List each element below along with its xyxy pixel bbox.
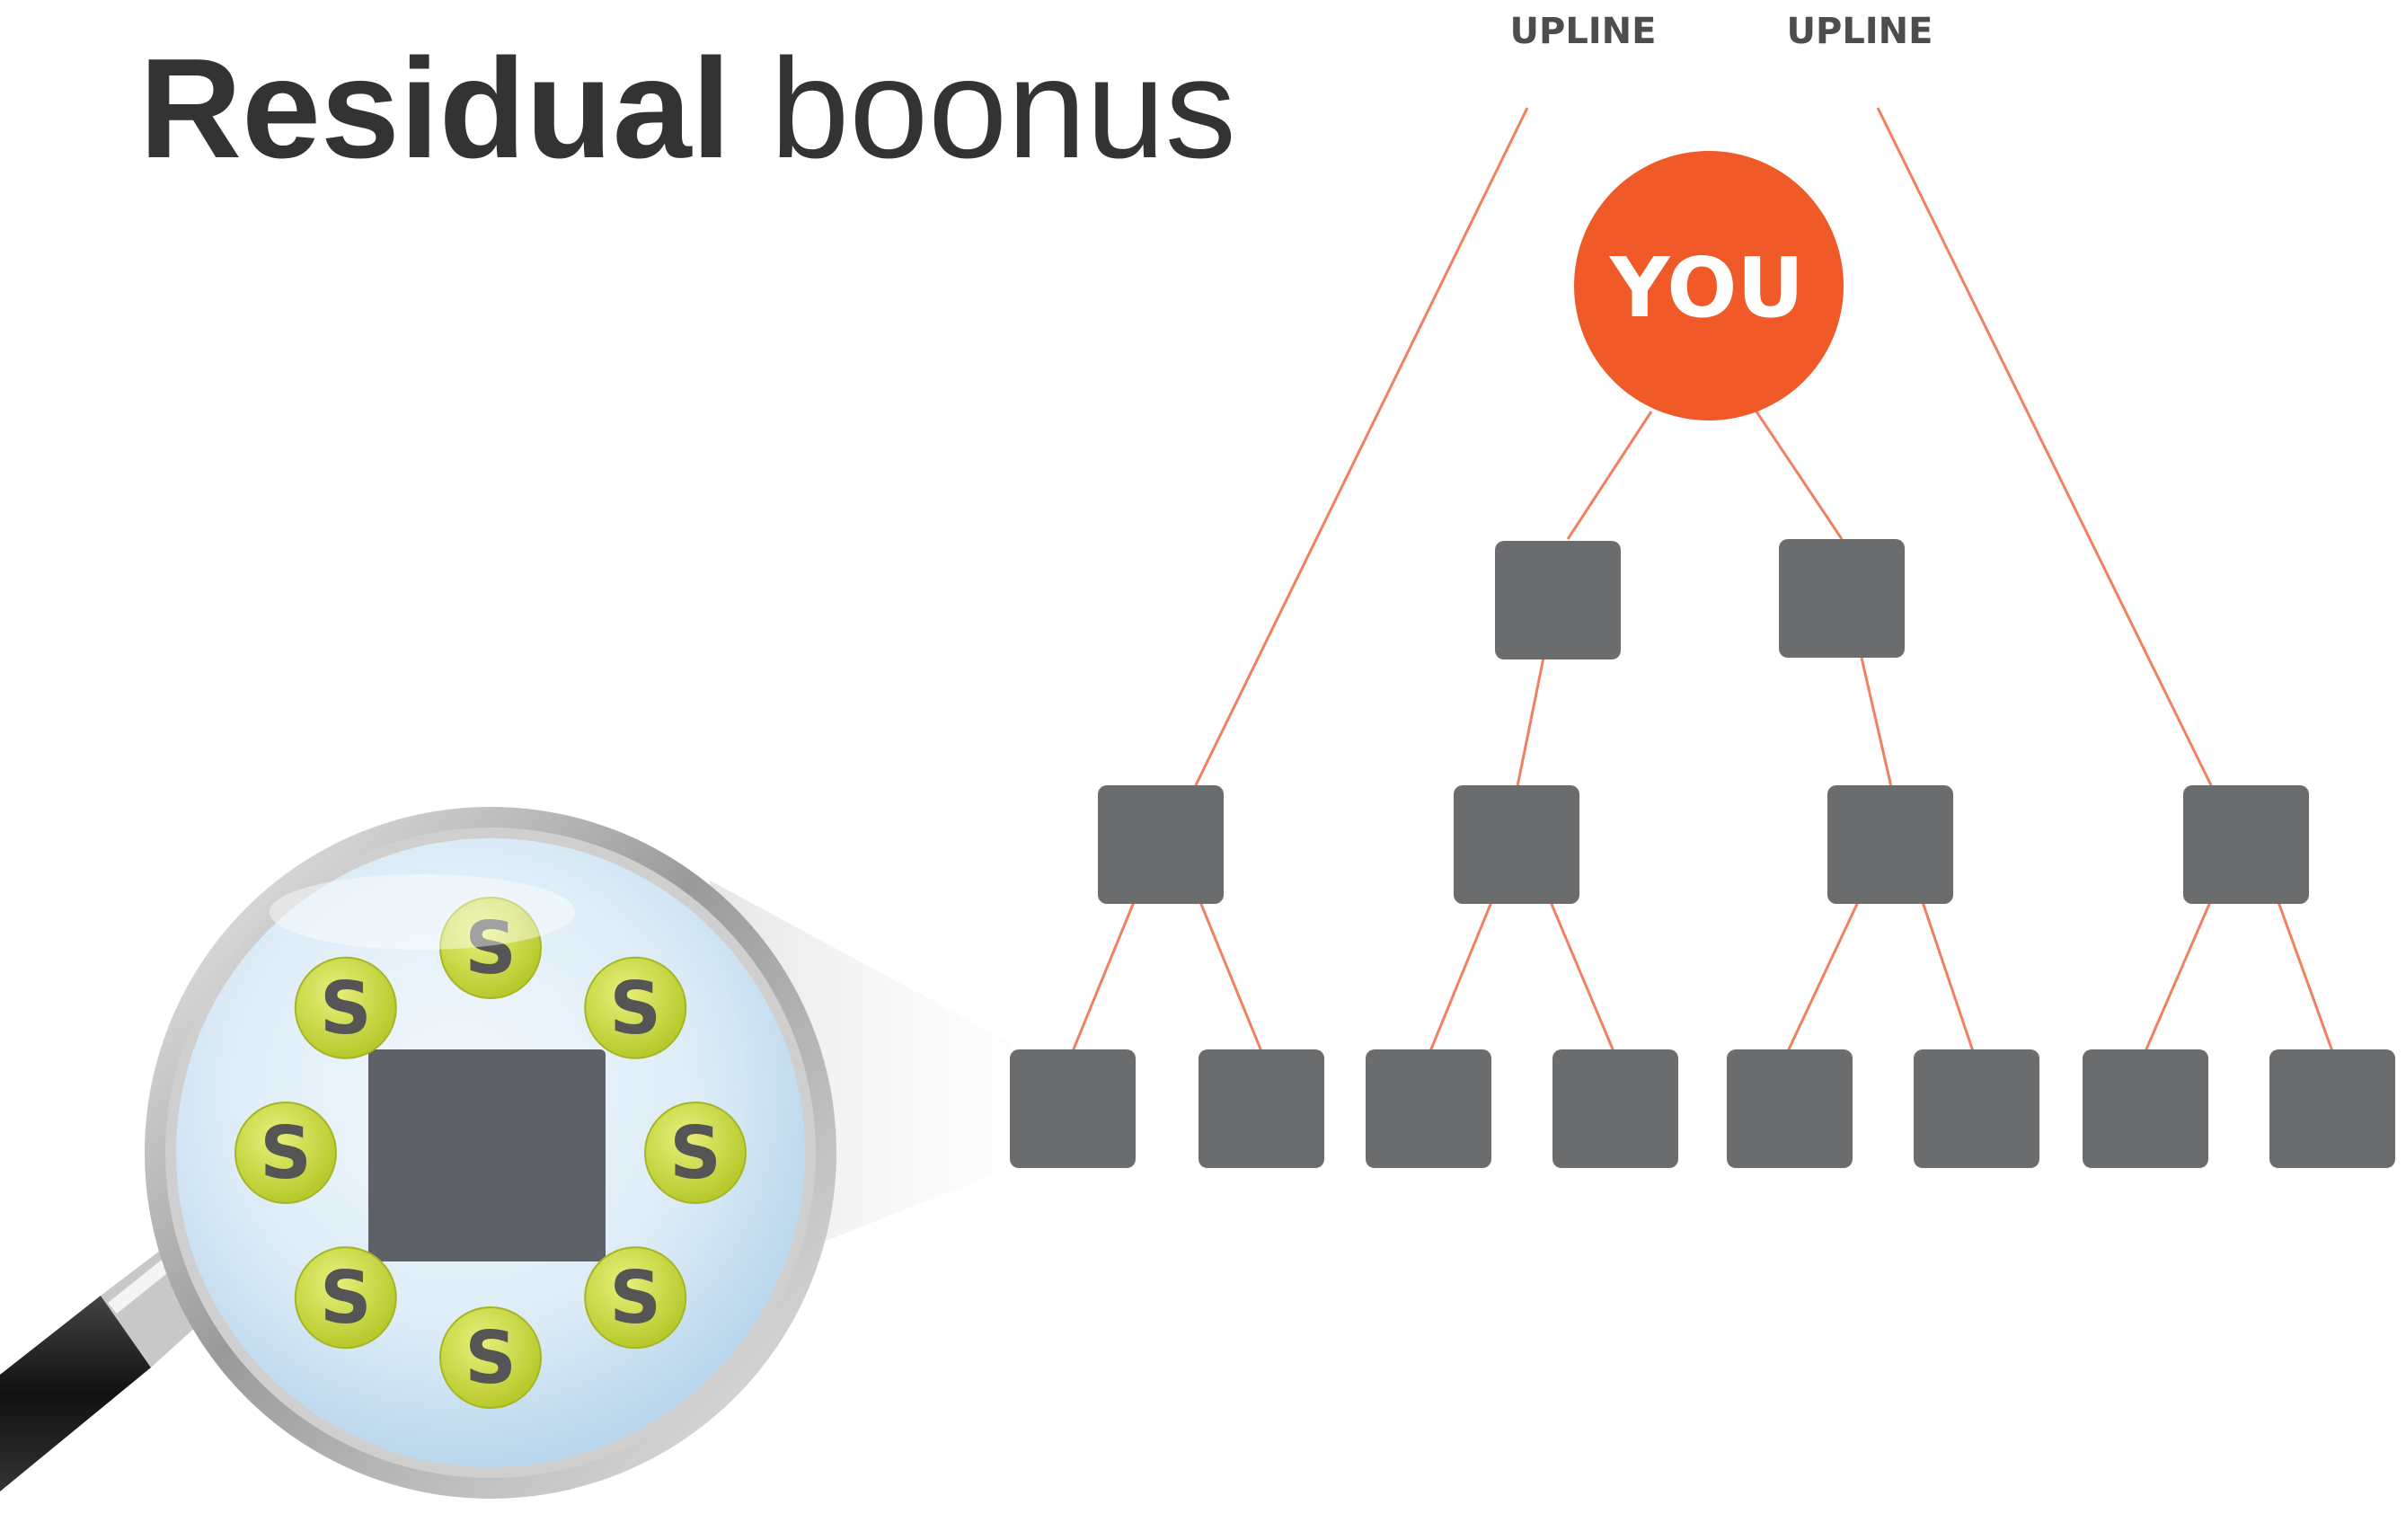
tree-node-l3-1 [1010, 1049, 1136, 1168]
coin-label: S [320, 1256, 372, 1340]
tree-node-l1-right [1779, 539, 1905, 658]
tree-node-l3-4 [1552, 1049, 1678, 1168]
title-light: boonus [770, 30, 1236, 188]
dollar-coin-icon [439, 897, 542, 999]
tree-node-l3-6 [1914, 1049, 2039, 1168]
dollar-coin-icon [294, 1246, 397, 1350]
upline-label-right: UPLINE [1787, 11, 1933, 52]
upline-label-left: UPLINE [1510, 11, 1657, 52]
tree-node-l2-4 [2183, 785, 2309, 904]
link-l1-left [1515, 657, 1545, 792]
you-label: YOU [1609, 240, 1804, 336]
coin-label: S [464, 907, 517, 990]
coin-label: S [260, 1111, 312, 1195]
slide-title: Residual boonus [139, 38, 1236, 180]
link-d-2 [2277, 901, 2334, 1052]
link-c-1 [1786, 901, 1860, 1052]
tree-node-l3-8 [2269, 1049, 2395, 1168]
upline-line-left [1191, 107, 1529, 792]
tree-node-l3-5 [1727, 1049, 1853, 1168]
link-l1-right [1860, 657, 1894, 792]
dollar-coin-icon [584, 1246, 687, 1350]
tree-connectors [1071, 107, 2334, 1052]
tree-node-l2-3 [1827, 785, 1953, 904]
you-node [1574, 151, 1844, 420]
link-you-right [1755, 411, 1844, 540]
link-a-1 [1071, 901, 1136, 1052]
link-you-left [1566, 411, 1653, 540]
tree-node-l3-3 [1366, 1049, 1491, 1168]
dollar-coin-icon [644, 1102, 747, 1204]
link-c-2 [1921, 901, 1975, 1052]
link-b-1 [1429, 901, 1493, 1052]
coin-label: S [669, 1111, 721, 1195]
tree-node-l3-7 [2083, 1049, 2208, 1168]
tree-node-l2-2 [1454, 785, 1579, 904]
title-bold: Residual [139, 30, 731, 188]
coin-label: S [320, 967, 372, 1050]
coin-label: S [609, 967, 661, 1050]
dollar-coin-icon [584, 956, 687, 1059]
link-a-2 [1199, 901, 1263, 1052]
dollar-coin-icon [439, 1306, 542, 1409]
dollar-coin-icon [294, 956, 397, 1059]
link-d-1 [2144, 901, 2212, 1052]
tree-node-l3-2 [1199, 1049, 1324, 1168]
dollar-coin-icon [234, 1102, 337, 1204]
link-b-2 [1549, 901, 1615, 1052]
coin-label: S [609, 1256, 661, 1340]
upline-line-right [1876, 107, 2216, 792]
tree-node-l1-left [1495, 541, 1621, 659]
magnified-node [368, 1049, 606, 1261]
tree-node-l2-1 [1098, 785, 1224, 904]
coin-label: S [464, 1316, 517, 1400]
